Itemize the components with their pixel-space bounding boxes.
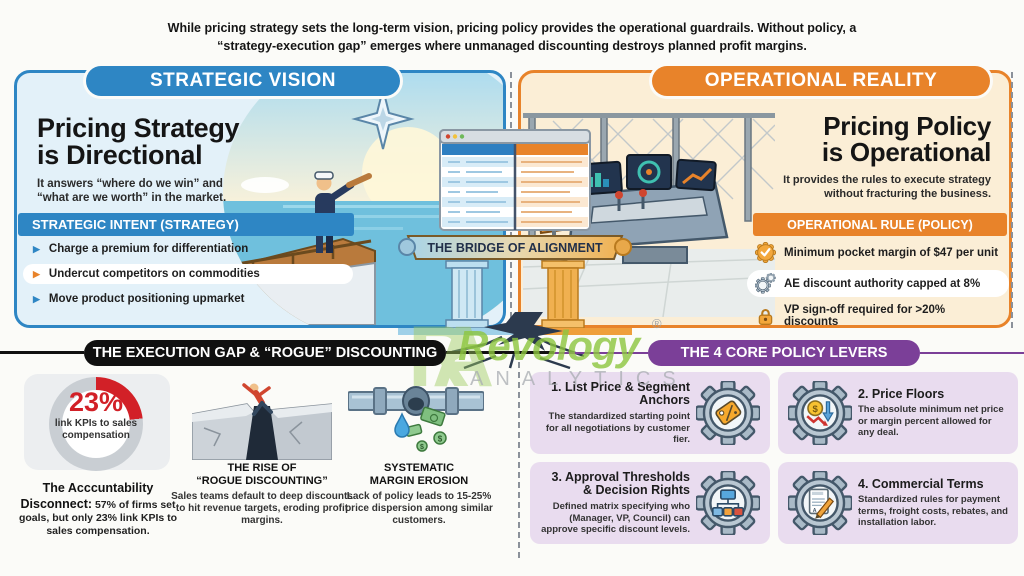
org-chart-gear-icon xyxy=(696,471,760,535)
operational-reality-banner: OPERATIONAL REALITY xyxy=(652,66,990,96)
lock-icon xyxy=(758,308,773,325)
bridge-label: THE BRIDGE OF ALIGNMENT xyxy=(427,241,603,255)
policy-lever-cards: 1. List Price & Segment Anchors The stan… xyxy=(530,372,1018,544)
gears-icon xyxy=(755,273,776,294)
accountability-stat: The Acccuntability Disconnect: 57% of fi… xyxy=(18,481,178,538)
triangle-bullet-icon: ▶ xyxy=(33,293,40,304)
operational-subtext: It provides the rules to execute strateg… xyxy=(783,174,991,201)
card-title: 4. Commercial Terms xyxy=(858,476,984,491)
strategy-item: ▶Move product positioning upmarket xyxy=(33,293,245,305)
svg-text:$: $ xyxy=(420,444,424,451)
gauge-value: 23% xyxy=(68,387,124,417)
triangle-bullet-icon: ▶ xyxy=(33,268,40,279)
policy-rule-list: Minimum pocket margin of $47 per unit AE… xyxy=(747,239,1009,325)
price-floor-gear-icon: $ xyxy=(788,381,852,445)
svg-text:$: $ xyxy=(438,435,443,444)
intro-line2: “strategy-execution gap” emerges where u… xyxy=(217,38,807,53)
purple-connector-line xyxy=(920,352,1024,354)
contract-gear-icon: A_ xyxy=(788,471,852,535)
operational-heading: Pricing Policy is Operational xyxy=(821,111,991,167)
card-body: The standardized starting point for all … xyxy=(545,411,690,445)
strategic-heading: Pricing Strategy is Directional xyxy=(37,113,240,170)
rogue-discounting-illustration xyxy=(192,383,332,460)
gauge-inner-circle xyxy=(62,390,130,458)
lever-card-2: $ 2. Price Floors The absolute minimum n… xyxy=(778,372,1018,454)
operational-rule-bar: OPERATIONAL RULE (POLICY) xyxy=(753,213,1007,236)
strategy-item: ▶Undercut competitors on commodities xyxy=(23,264,353,284)
policy-rule: VP sign-off required for >20% discounts xyxy=(747,301,1009,325)
purple-connector-line xyxy=(554,352,648,354)
intro-line1: While pricing strategy sets the long-ter… xyxy=(167,21,857,35)
lever-card-3: 3. Approval Thresholds & Decision Rights… xyxy=(530,462,770,544)
card-body: The absolute minimum net price or margin… xyxy=(858,404,1004,439)
policy-rule: Minimum pocket margin of $47 per unit xyxy=(747,239,1009,266)
badge-icon xyxy=(755,242,776,263)
svg-text:A_: A_ xyxy=(813,508,820,514)
margin-erosion-illustration: $ $ xyxy=(348,386,484,452)
lever-card-1: 1. List Price & Segment Anchors The stan… xyxy=(530,372,770,454)
card-title: 2. Price Floors xyxy=(858,386,945,401)
strategic-subtext: It answers “where do we win” and “what a… xyxy=(37,178,227,205)
bridge-of-alignment-illustration: THE BRIDGE OF ALIGNMENT xyxy=(398,129,632,370)
strategic-vision-banner: STRATEGIC VISION xyxy=(86,66,400,96)
card-title: 3. Approval Thresholds & Decision Rights xyxy=(551,469,690,498)
kpi-donut-gauge: 23% link KPIs to sales compensation xyxy=(49,377,143,471)
operational-reality-panel: Pricing Policy is Operational It provide… xyxy=(518,70,1012,328)
black-connector-line xyxy=(0,351,84,354)
intro-text: While pricing strategy sets the long-ter… xyxy=(0,20,1024,55)
execution-gap-header: THE EXECUTION GAP & “ROGUE” DISCOUNTING xyxy=(84,340,446,366)
lever-card-4: A_ 4. Commercial Terms Standardized rule… xyxy=(778,462,1018,544)
right-edge-dashed xyxy=(1011,72,1013,328)
svg-text:$: $ xyxy=(813,404,819,415)
card-body: Defined matrix specifying who (Manager, … xyxy=(541,501,690,535)
strategic-intent-bar: STRATEGIC INTENT (STRATEGY) xyxy=(18,213,354,236)
policy-rule: AE discount authority capped at 8% xyxy=(747,270,1009,297)
policy-levers-header: THE 4 CORE POLICY LEVERS xyxy=(648,340,920,366)
strategy-bullet-list: ▶Charge a premium for differentiation ▶U… xyxy=(23,239,353,314)
card-body: Standardized rules for payment terms, fr… xyxy=(858,494,1008,529)
strategy-item: ▶Charge a premium for differentiation xyxy=(33,243,249,255)
price-tag-gear-icon xyxy=(696,381,760,445)
margin-erosion-caption: SYSTEMATIC MARGIN EROSION Lack of policy… xyxy=(345,462,493,527)
black-connector-line xyxy=(446,351,554,354)
card-title: 1. List Price & Segment Anchors xyxy=(551,379,690,408)
triangle-bullet-icon: ▶ xyxy=(33,243,40,254)
bottom-divider-dashed xyxy=(518,362,520,558)
gauge-caption: link KPIs to sales compensation xyxy=(54,418,138,441)
control-room-illustration xyxy=(523,113,775,317)
rogue-discounting-caption: THE RISE OF “ROGUE DISCOUNTING” Sales te… xyxy=(171,462,353,527)
